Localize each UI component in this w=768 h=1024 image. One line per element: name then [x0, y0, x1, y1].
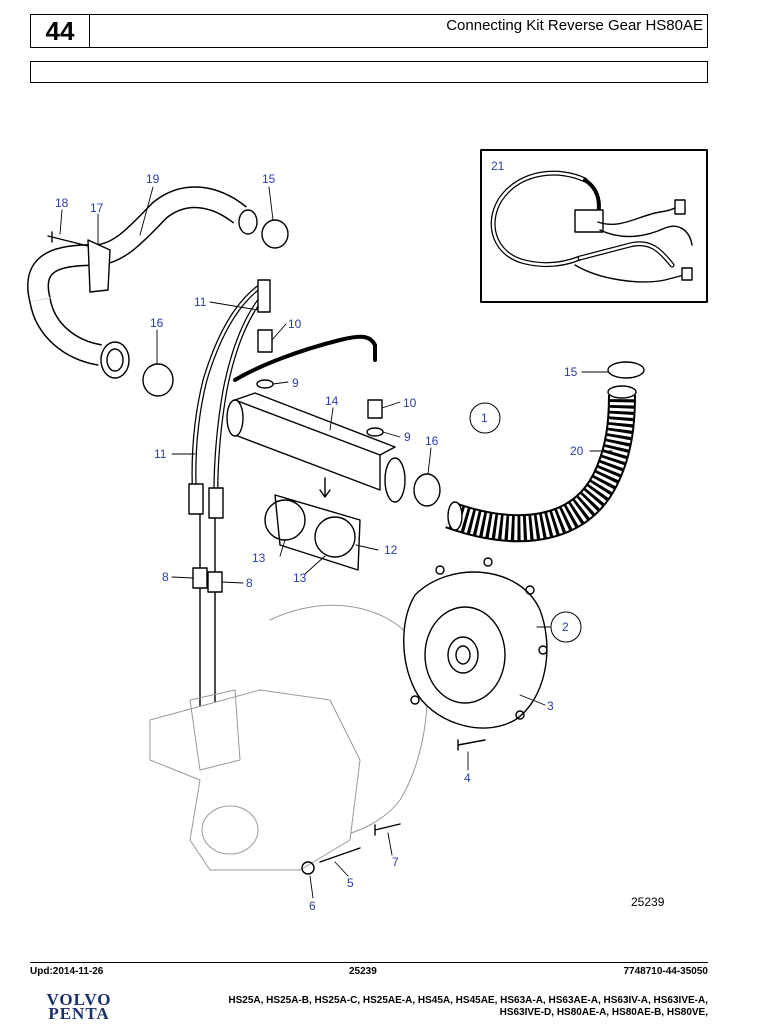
callout-5: 5 — [347, 876, 354, 890]
washer-9a — [256, 379, 274, 389]
hose-clamp-15-top — [261, 219, 289, 249]
callout-7: 7 — [392, 855, 399, 869]
leader-lines — [59, 186, 613, 899]
model-list-line-2: HS63IVE-D, HS80AE-A, HS80AE-B, HS80VE, — [499, 1007, 708, 1018]
marker-circle-1 — [469, 402, 501, 434]
callout-10-right: 10 — [403, 396, 417, 410]
marker-circle-2 — [550, 611, 582, 643]
image-number: 25239 — [631, 895, 665, 909]
bolt-7 — [374, 823, 401, 836]
callout-8-right: 8 — [246, 576, 253, 590]
callout-8-left: 8 — [162, 570, 169, 584]
hose-clamp-16-left — [142, 363, 174, 397]
callout-14: 14 — [325, 394, 339, 408]
hose-clamp-15-right — [607, 361, 645, 379]
hose-19 — [27, 186, 258, 379]
footer-divider — [30, 962, 708, 963]
callout-15-right: 15 — [564, 365, 578, 379]
washer-9b — [366, 427, 384, 437]
flange-3 — [403, 557, 548, 729]
hose-kit-21 — [490, 170, 693, 283]
parts-diagram: 18 17 19 15 16 11 10 9 14 10 9 11 16 13 … — [27, 149, 708, 913]
fitting-10-right — [367, 399, 383, 419]
callout-20: 20 — [570, 444, 584, 458]
hose-20 — [445, 385, 637, 543]
callout-16-left: 16 — [150, 316, 164, 330]
callout-12: 12 — [384, 543, 398, 557]
callout-6: 6 — [309, 899, 316, 913]
page-title: Connecting Kit Reverse Gear HS80AE — [446, 17, 703, 34]
hose-clamp-16-right — [413, 473, 441, 507]
callout-21: 21 — [491, 159, 505, 173]
logo-line-1: VOLVO — [46, 990, 112, 1009]
callout-19: 19 — [146, 172, 160, 186]
callout-15-top: 15 — [262, 172, 276, 186]
pipe-upper — [233, 334, 377, 382]
page-number: 44 — [30, 14, 90, 48]
logo-line-2: PENTA — [48, 1004, 110, 1023]
callout-10-top: 10 — [288, 317, 302, 331]
subtitle-bar — [30, 61, 708, 83]
callout-17: 17 — [90, 201, 104, 215]
inset-box — [480, 149, 708, 303]
callout-1: 1 — [481, 411, 488, 425]
bracket-12 — [274, 494, 361, 571]
reverse-gear-housing — [149, 604, 428, 871]
callout-9-top: 9 — [292, 376, 299, 390]
callout-4: 4 — [464, 771, 471, 785]
update-date: Upd:2014-11-26 — [30, 966, 104, 977]
callout-9-right: 9 — [404, 430, 411, 444]
bolt-4 — [457, 739, 486, 751]
callout-2: 2 — [562, 620, 569, 634]
bolt-18 — [47, 231, 89, 247]
stud-5 — [319, 847, 361, 863]
fitting-10-top — [257, 329, 273, 353]
oil-cooler-14 — [226, 392, 406, 503]
clip-17 — [87, 239, 111, 293]
callout-11-left: 11 — [154, 447, 167, 461]
nut-6 — [301, 861, 315, 875]
callout-11-top: 11 — [194, 295, 207, 309]
model-list-line-1: HS25A, HS25A-B, HS25A-C, HS25AE-A, HS45A… — [228, 995, 708, 1006]
footer-image-ref: 25239 — [349, 966, 377, 977]
callout-13-upper: 13 — [252, 551, 266, 565]
title-bar: Connecting Kit Reverse Gear HS80AE — [90, 14, 708, 48]
document-ref: 7748710-44-35050 — [623, 966, 708, 977]
clamp-13b — [314, 516, 356, 558]
arrow-down — [319, 477, 331, 498]
callout-16-right: 16 — [425, 434, 439, 448]
model-list: HS25A, HS25A-B, HS25A-C, HS25AE-A, HS45A… — [148, 995, 708, 1019]
callout-13-lower: 13 — [293, 571, 307, 585]
callout-3: 3 — [547, 699, 554, 713]
callout-labels: 18 17 19 15 16 11 10 9 14 10 9 11 16 13 … — [55, 159, 584, 913]
callout-18: 18 — [55, 196, 69, 210]
volvo-penta-logo: VOLVO PENTA — [30, 990, 128, 1023]
